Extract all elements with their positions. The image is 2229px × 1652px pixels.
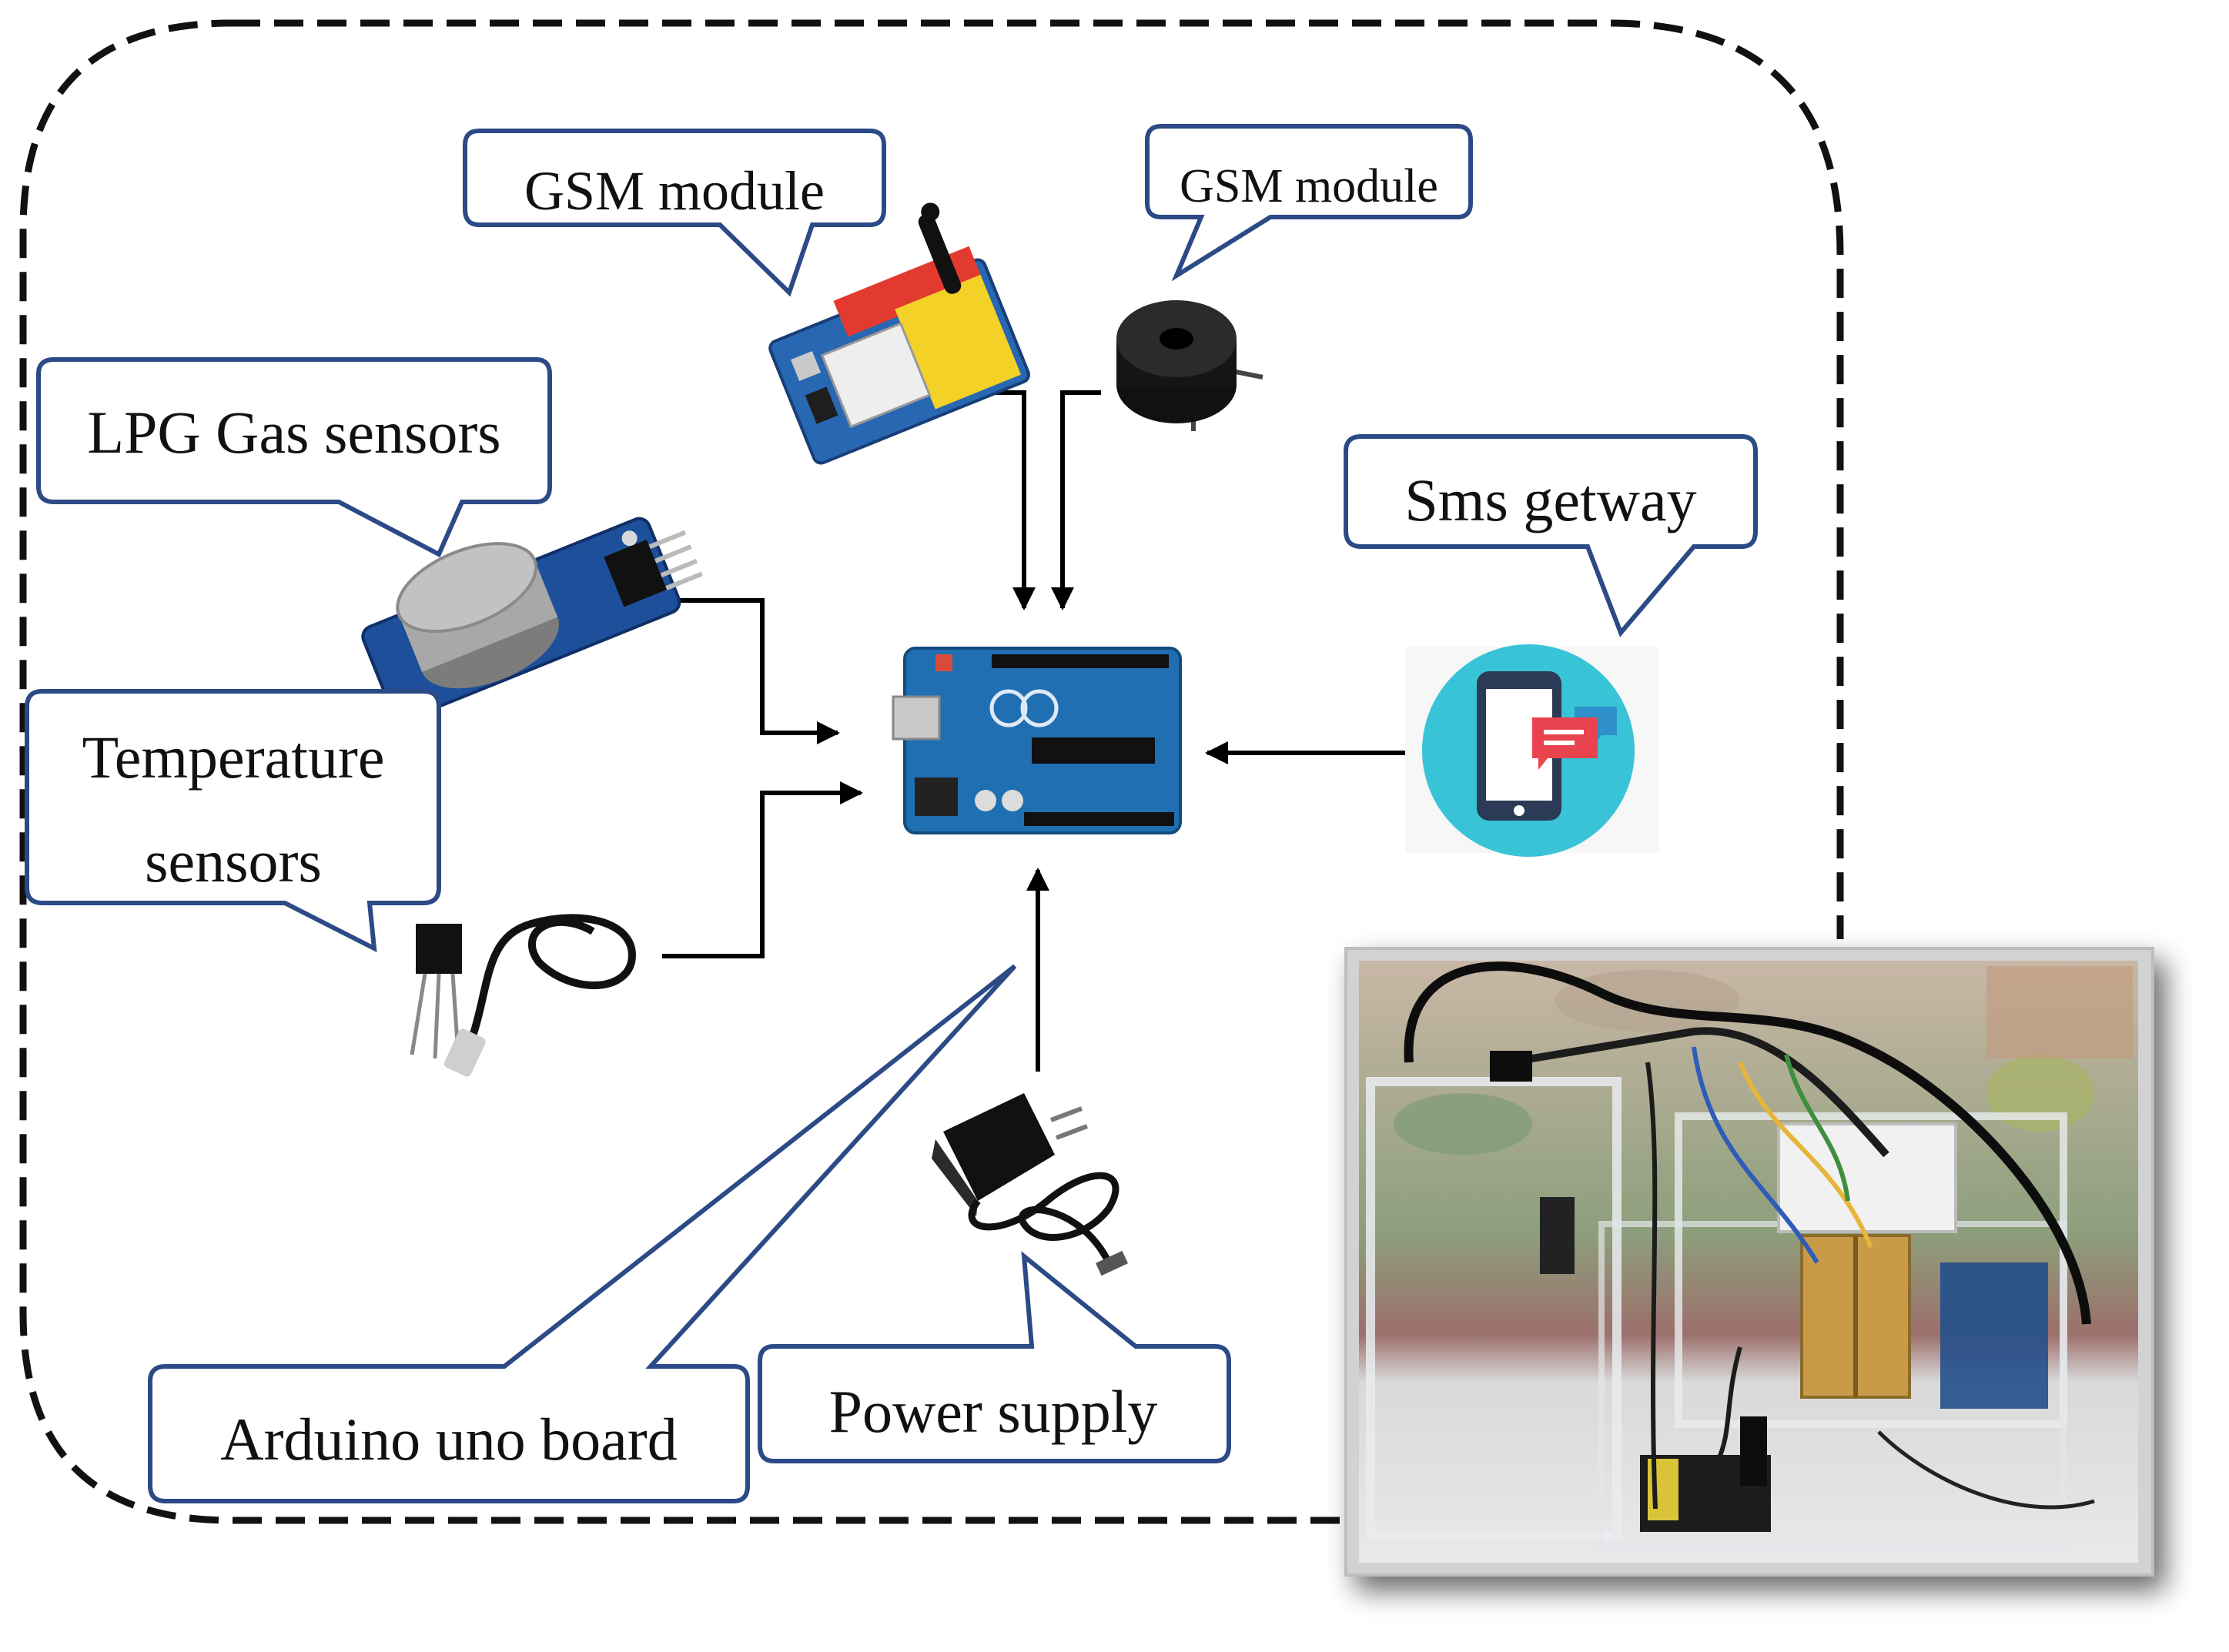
callout-arduino-uno-board: Arduino uno board [148, 964, 1017, 1503]
callout-gsm-module-buzzer: GSM module [1145, 124, 1473, 282]
arrow-gsm-to-arduino [989, 390, 1036, 610]
callout-temperature-label-1: Temperature [82, 724, 385, 791]
gsm-module-icon [768, 202, 1030, 465]
callout-lpg-gas-sensors: LPG Gas sensors [36, 357, 552, 558]
lpg-gas-sensor-icon [361, 517, 703, 722]
buzzer-icon [1116, 300, 1263, 431]
arduino-uno-icon [892, 647, 1182, 834]
system-boundary [19, 19, 1844, 1524]
arrow-buzzer-to-arduino [1051, 390, 1101, 610]
temperature-sensor-icon [410, 914, 636, 1077]
callout-power-supply: Power supply [758, 1251, 1231, 1463]
callout-arduino-label: Arduino uno board [220, 1406, 678, 1473]
callout-gsm-module-buzzer-label: GSM module [1180, 160, 1438, 212]
callout-sms-gateway: Sms getway [1344, 434, 1758, 637]
callout-sms-label: Sms getway [1404, 467, 1696, 533]
sms-gateway-icon [1405, 644, 1659, 857]
callout-gsm-module: GSM module [463, 129, 886, 297]
arrow-lpg-to-arduino [670, 598, 840, 744]
connection-arrows [662, 390, 1409, 1072]
callout-power-label: Power supply [829, 1378, 1158, 1445]
prototype-photo [1344, 947, 2154, 1577]
power-adapter-icon [932, 1093, 1129, 1276]
callout-gsm-module-label: GSM module [524, 160, 825, 222]
callouts: GSM module GSM module LPG Gas sensors Te… [25, 124, 1758, 1503]
arrow-temp-to-arduino [662, 781, 863, 958]
callout-temperature-label-2: sensors [145, 828, 322, 895]
callout-lpg-label: LPG Gas sensors [87, 399, 500, 466]
callout-temperature-sensors: Temperature sensors [25, 689, 441, 953]
